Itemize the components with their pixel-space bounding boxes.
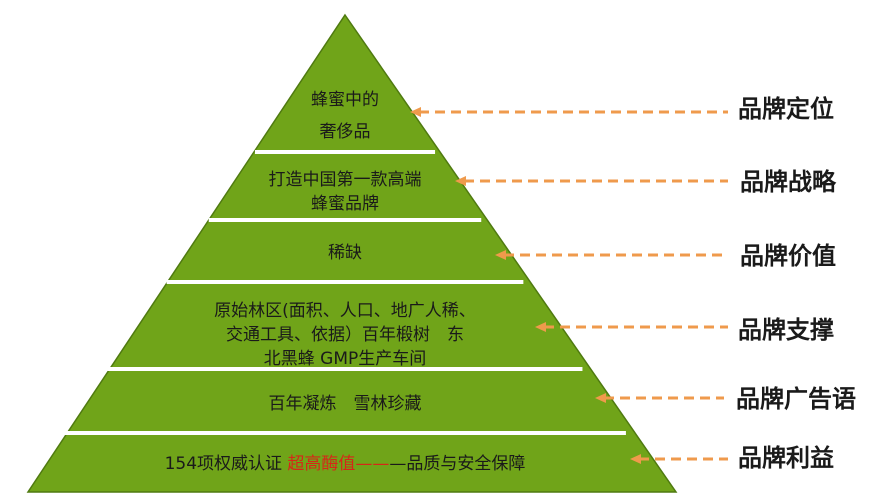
tier-1-text: 蜂蜜中的 奢侈品 [245, 84, 445, 148]
tier-3-text: 稀缺 [245, 241, 445, 265]
tier-4-line-3: 北黑蜂 GMP生产车间 [263, 349, 427, 369]
brand-label-strategy: 品牌战略 [740, 168, 836, 196]
brand-label-benefit: 品牌利益 [738, 444, 834, 472]
tier-1-line-1: 蜂蜜中的 [311, 90, 379, 110]
tier-4-text: 原始林区(面积、人口、地广人稀、 交通工具、依据）百年椴树 东 北黑蜂 GMP生… [140, 299, 550, 371]
tier-4-line-2: 交通工具、依据）百年椴树 东 [226, 325, 464, 345]
tier-4-line-1: 原始林区(面积、人口、地广人稀、 [214, 301, 476, 321]
brand-arrow-3 [495, 250, 728, 260]
brand-arrow-1 [410, 107, 728, 117]
brand-label-positioning: 品牌定位 [738, 95, 834, 123]
brand-label-value: 品牌价值 [740, 242, 836, 270]
tier-5-text: 百年凝炼 雪林珍藏 [195, 392, 495, 416]
tier-divider-1 [254, 150, 436, 154]
tier-2-line-2: 蜂蜜品牌 [311, 194, 379, 214]
tier-divider-5 [64, 431, 626, 435]
tier-6-text: 154项权威认证 超高酶值———品质与安全保障 [95, 452, 595, 476]
brand-arrow-4 [535, 322, 728, 332]
tier-1-line-2: 奢侈品 [319, 122, 371, 142]
brand-arrow-5 [595, 393, 724, 403]
brand-label-slogan: 品牌广告语 [736, 385, 856, 413]
tier-3-line-1: 稀缺 [328, 243, 362, 263]
tier-divider-3 [166, 280, 524, 284]
tier-divider-2 [208, 218, 482, 222]
brand-label-support: 品牌支撑 [738, 316, 834, 344]
tier-dividers [64, 150, 626, 435]
tier-6-text-part-1: 154项权威认证 [164, 454, 288, 474]
brand-arrow-6 [630, 454, 728, 464]
tier-divider-4 [107, 367, 583, 371]
tier-6-highlight: 超高酶值—— [287, 454, 390, 474]
tier-2-text: 打造中国第一款高端 蜂蜜品牌 [195, 168, 495, 216]
tier-2-line-1: 打造中国第一款高端 [268, 170, 422, 190]
tier-5-line-1: 百年凝炼 雪林珍藏 [268, 394, 422, 414]
brand-arrows [410, 107, 728, 464]
brand-arrow-2 [455, 176, 728, 186]
tier-6-text-part-2: —品质与安全保障 [389, 454, 526, 474]
